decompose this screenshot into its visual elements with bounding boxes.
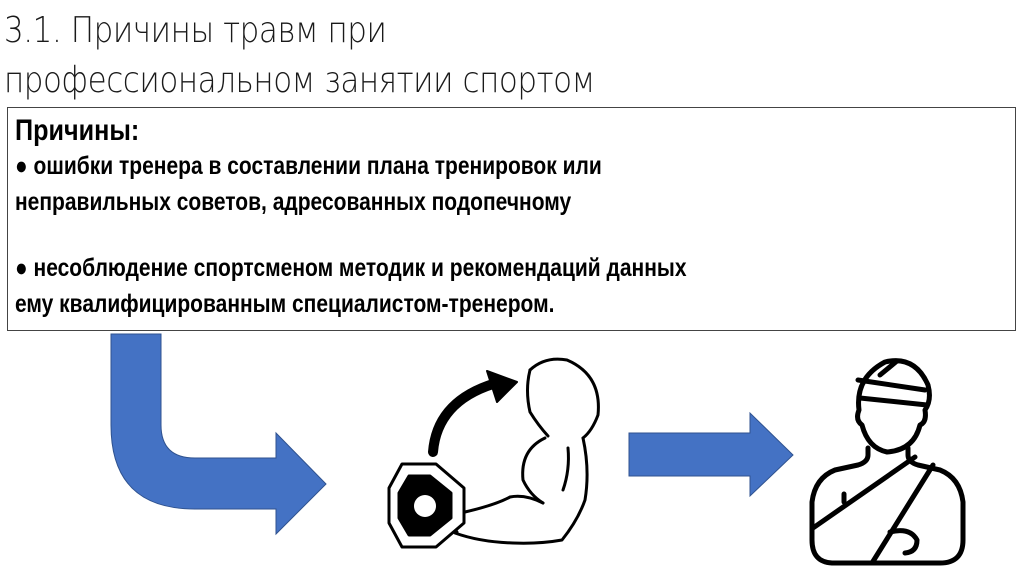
causes-heading: Причины: <box>15 114 140 147</box>
cause-item: ● несоблюдение спортсменом методик и рек… <box>15 250 687 322</box>
cause-line: ему квалифицированным специалистом-трене… <box>15 290 555 318</box>
bullet-icon: ● <box>15 152 28 180</box>
injured-person-icon <box>809 358 966 566</box>
bent-arrow-icon <box>110 333 327 536</box>
slide-title: 3.1. Причины травм при профессиональном … <box>4 6 595 106</box>
cause-line: ● ошибки тренера в составлении плана тре… <box>15 152 602 180</box>
cause-line: ● несоблюдение спортсменом методик и рек… <box>15 254 687 282</box>
right-arrow-icon <box>628 411 794 498</box>
cause-line: неправильных советов, адресованных подоп… <box>15 188 572 216</box>
causes-box: Причины: ● ошибки тренера в составлении … <box>7 107 1016 331</box>
bullet-icon: ● <box>15 254 28 282</box>
title-line-2: профессиональном занятии спортом <box>4 60 595 101</box>
cause-item: ● ошибки тренера в составлении плана тре… <box>15 148 687 220</box>
flexed-arm-dumbbell-icon <box>387 357 600 549</box>
title-line-1: 3.1. Причины травм при <box>4 10 387 51</box>
